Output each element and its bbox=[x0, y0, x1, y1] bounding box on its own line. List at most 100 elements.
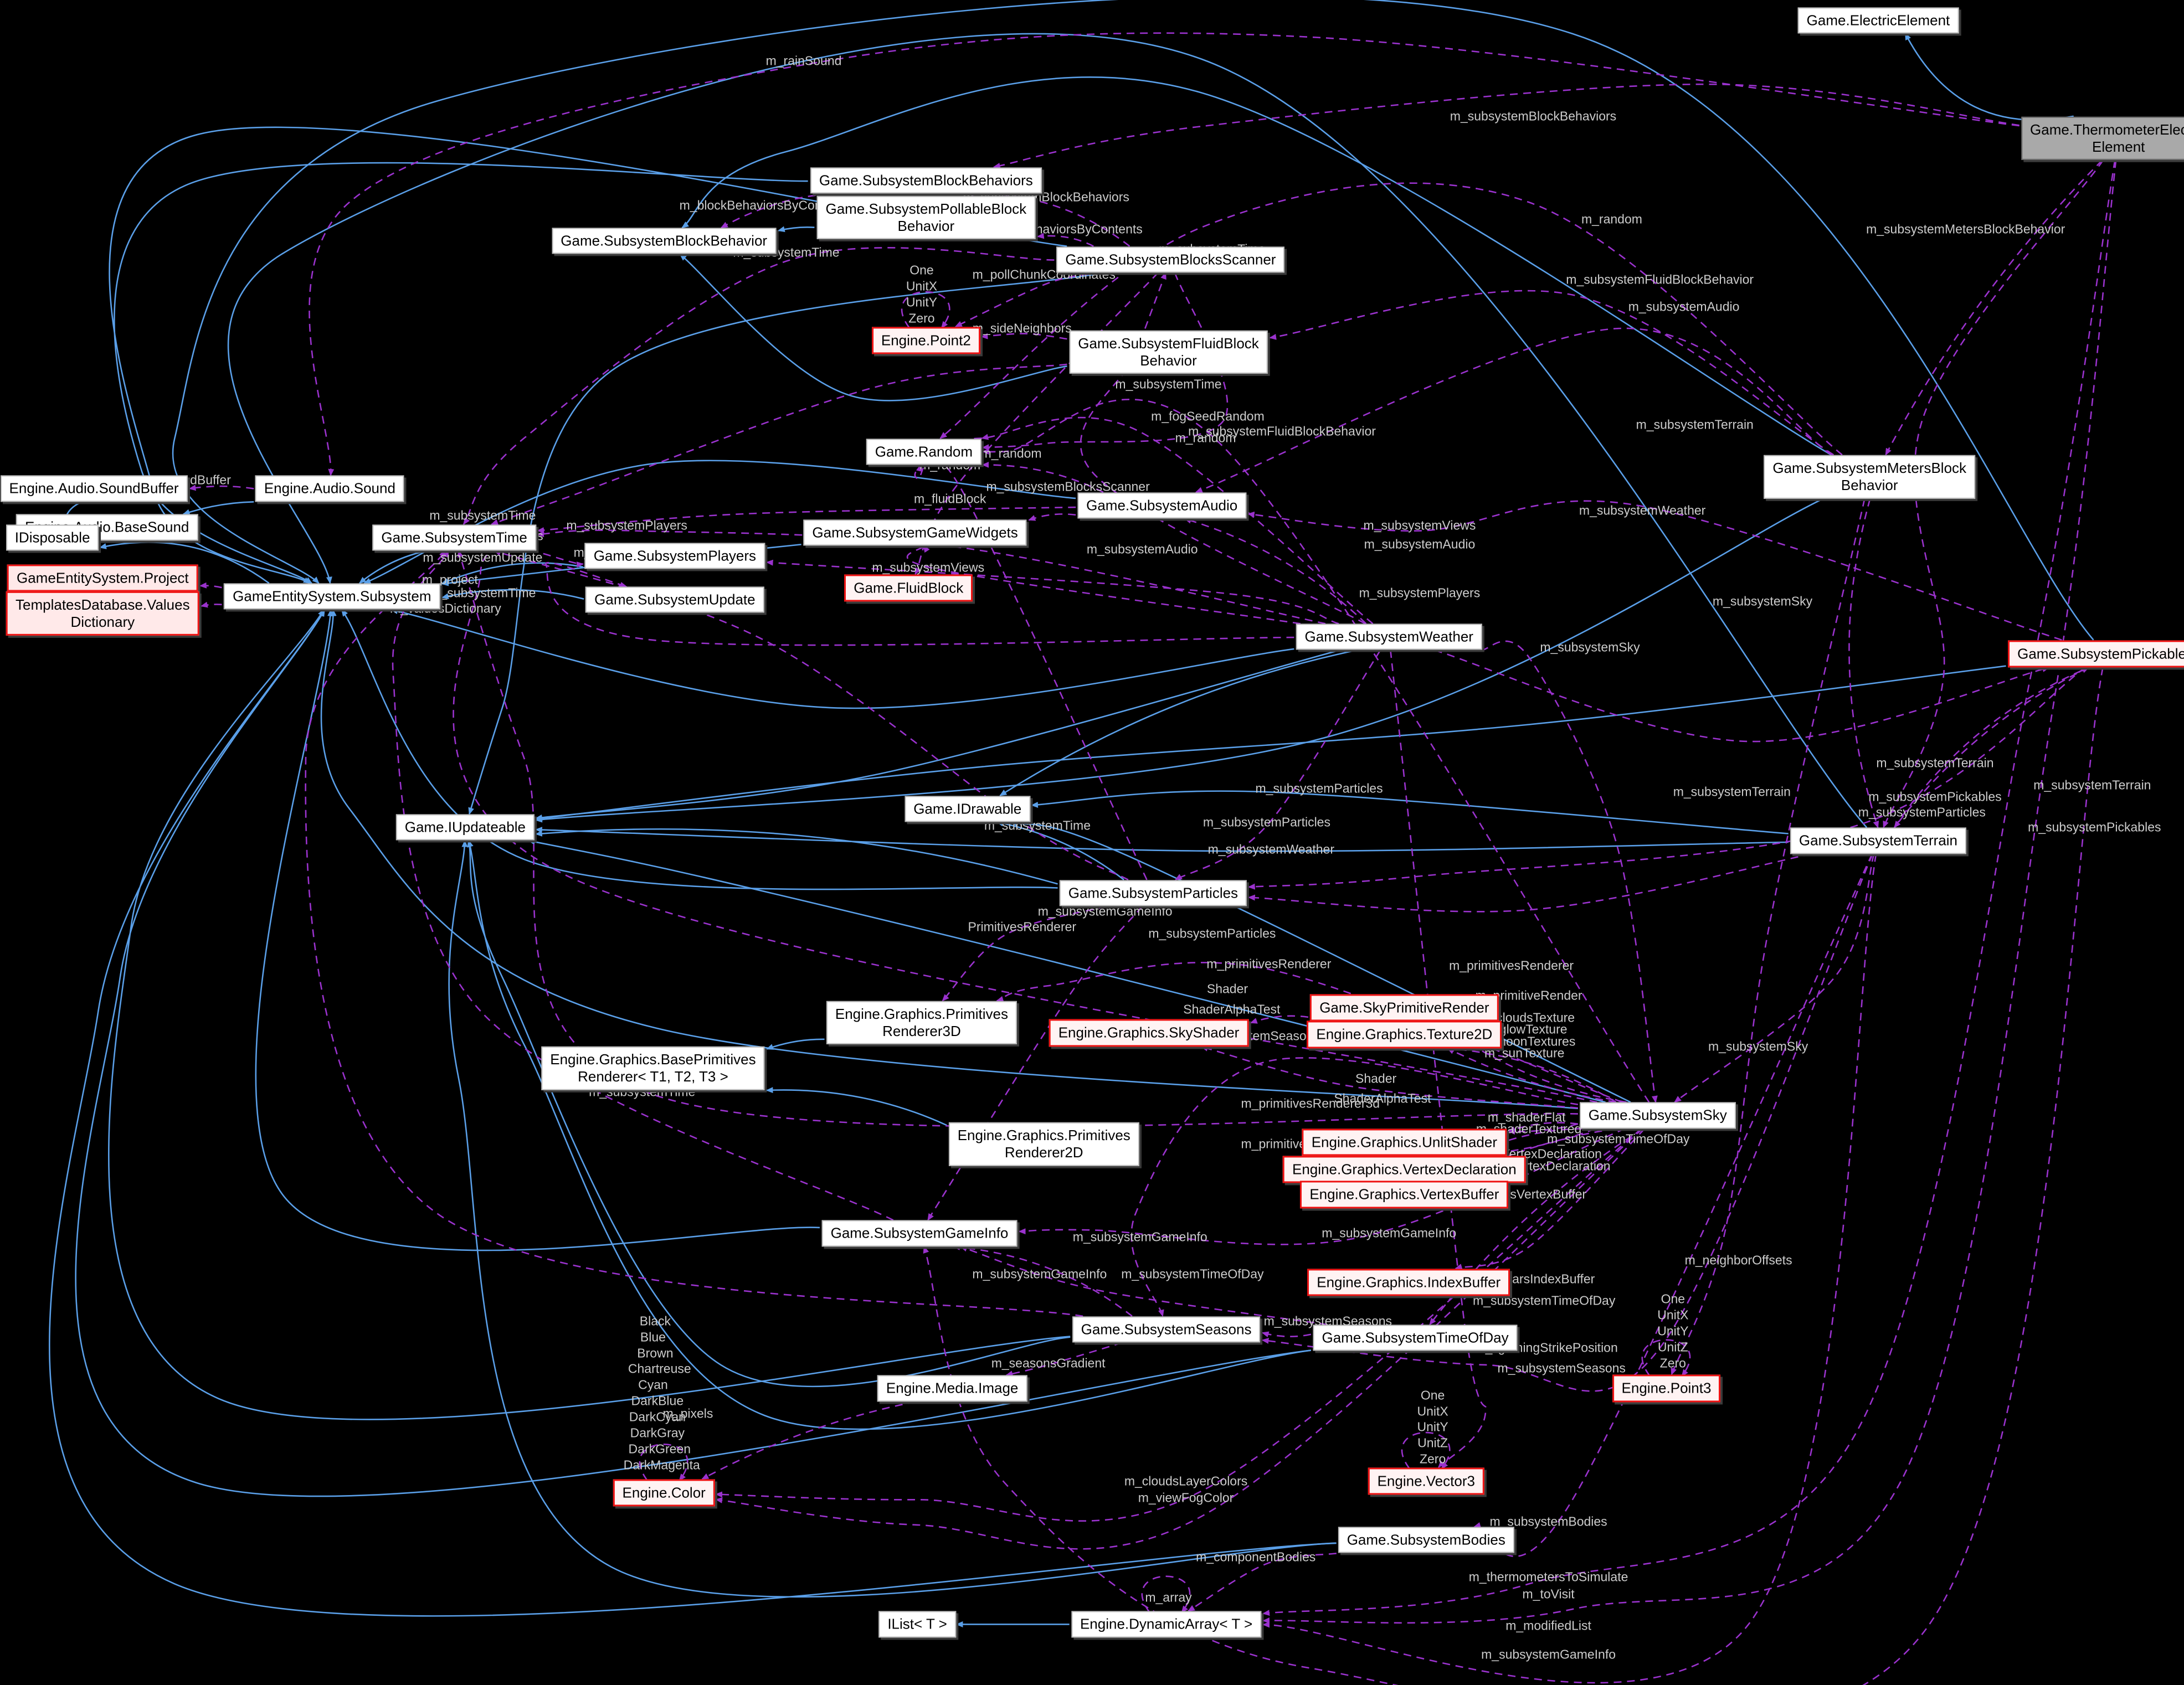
graph-node-color[interactable]: Engine.Color bbox=[613, 1479, 715, 1507]
graph-node-dynarray[interactable]: Engine.DynamicArray< T > bbox=[1071, 1611, 1262, 1638]
graph-node-project[interactable]: GameEntitySystem.Project bbox=[7, 564, 198, 592]
inheritance-edge bbox=[535, 498, 1823, 823]
edge-label: m_subsystemBlocksScanner bbox=[986, 479, 1150, 494]
edge-label: m_subsystemSky bbox=[1708, 1039, 1808, 1054]
edge-label: m_subsystemPlayers bbox=[566, 518, 687, 533]
graph-node-pr2d[interactable]: Engine.Graphics.Primitives Renderer2D bbox=[948, 1122, 1139, 1166]
graph-node-random[interactable]: Game.Random bbox=[866, 438, 982, 465]
inheritance-edge bbox=[49, 609, 1337, 1617]
edge-label: m_random bbox=[980, 446, 1042, 461]
graph-node-sndbuf[interactable]: Engine.Audio.SoundBuffer bbox=[0, 475, 188, 502]
usage-edge bbox=[979, 399, 1650, 1103]
usage-edge bbox=[715, 1128, 1642, 1522]
edge-label: m_subsystemTerrain bbox=[1636, 417, 1754, 432]
usage-edge bbox=[1401, 1431, 1451, 1470]
usage-edge bbox=[1247, 500, 2062, 641]
edge-label: DarkCyan bbox=[629, 1409, 686, 1424]
graph-node-ibuf[interactable]: Engine.Graphics.IndexBuffer bbox=[1307, 1269, 1510, 1296]
usage-edge bbox=[1447, 1048, 1616, 1103]
graph-node-baseprim[interactable]: Engine.Graphics.BasePrimitives Renderer<… bbox=[541, 1047, 765, 1090]
graph-node-point2[interactable]: Engine.Point2 bbox=[871, 327, 980, 354]
graph-node-pr3d[interactable]: Engine.Graphics.Primitives Renderer3D bbox=[826, 1001, 1017, 1045]
edge-label: m_subsystemGameInfo bbox=[972, 1266, 1107, 1281]
graph-node-point3[interactable]: Engine.Point3 bbox=[1612, 1374, 1721, 1403]
graph-node-players[interactable]: Game.SubsystemPlayers bbox=[584, 543, 765, 569]
usage-edge bbox=[199, 582, 222, 589]
inheritance-edge bbox=[320, 609, 1579, 1110]
graph-node-vdecl[interactable]: Engine.Graphics.VertexDeclaration bbox=[1283, 1156, 1526, 1183]
edge-label: m_viewFogColor bbox=[1138, 1490, 1234, 1505]
graph-node-unlit[interactable]: Engine.Graphics.UnlitShader bbox=[1302, 1129, 1507, 1156]
edge-label: One bbox=[1420, 1388, 1445, 1403]
usage-edge bbox=[996, 961, 1623, 1103]
graph-node-bodies[interactable]: Game.SubsystemBodies bbox=[1338, 1527, 1514, 1553]
graph-node-particles[interactable]: Game.SubsystemParticles bbox=[1059, 880, 1247, 906]
graph-node-skyshader[interactable]: Engine.Graphics.SkyShader bbox=[1049, 1019, 1249, 1047]
graph-node-electric[interactable]: Game.ElectricElement bbox=[1797, 7, 1959, 34]
graph-node-ilist[interactable]: IList< T > bbox=[878, 1611, 956, 1638]
inheritance-edge bbox=[535, 828, 1058, 885]
graph-node-gameinfo[interactable]: Game.SubsystemGameInfo bbox=[821, 1220, 1018, 1247]
inheritance-edge bbox=[75, 609, 1312, 1497]
inheritance-edge bbox=[467, 839, 1071, 1388]
graph-node-time[interactable]: Game.SubsystemTime bbox=[372, 524, 536, 551]
graph-node-fluidblock[interactable]: Game.FluidBlock bbox=[844, 574, 973, 602]
graph-node-image[interactable]: Engine.Media.Image bbox=[877, 1375, 1027, 1402]
graph-node-weather[interactable]: Game.SubsystemWeather bbox=[1296, 623, 1482, 650]
usage-edge bbox=[1005, 1342, 1123, 1377]
edge-label: One bbox=[909, 262, 934, 277]
edge-label: m_subsystemUpdate bbox=[423, 550, 543, 565]
edge-label: m_subsystemTerrain bbox=[1876, 755, 1994, 770]
edge-label: m_componentBodies bbox=[1196, 1549, 1316, 1564]
edge-label: DarkGray bbox=[630, 1425, 685, 1440]
usage-edge bbox=[701, 1401, 916, 1480]
graph-node-skyprim[interactable]: Game.SkyPrimitiveRender bbox=[1310, 994, 1499, 1022]
graph-node-valuesdict[interactable]: TemplatesDatabase.Values Dictionary bbox=[6, 591, 199, 636]
graph-node-metersbb[interactable]: Game.SubsystemMetersBlock Behavior bbox=[1764, 455, 1976, 499]
graph-node-terrain[interactable]: Game.SubsystemTerrain bbox=[1790, 827, 1967, 854]
usage-edge bbox=[537, 506, 1076, 533]
usage-edge bbox=[993, 83, 2019, 169]
edge-label: m_modifiedList bbox=[1505, 1618, 1591, 1633]
usage-edge bbox=[906, 545, 1301, 625]
usage-edge bbox=[392, 550, 894, 1221]
graph-node-pickables[interactable]: Game.SubsystemPickables bbox=[2008, 640, 2184, 668]
graph-node-sky[interactable]: Game.SubsystemSky bbox=[1579, 1102, 1736, 1129]
graph-node-seasons[interactable]: Game.SubsystemSeasons bbox=[1072, 1316, 1261, 1343]
inheritance-edge bbox=[255, 609, 820, 1251]
inheritance-edges bbox=[49, 0, 2094, 1627]
graph-node-bb[interactable]: Game.SubsystemBlockBehavior bbox=[552, 228, 777, 254]
edge-label: m_subsystemAudio bbox=[1086, 542, 1198, 556]
usage-edge bbox=[1195, 327, 1832, 493]
edge-label: Shader bbox=[1206, 981, 1248, 996]
graph-node-widgets[interactable]: Game.SubsystemGameWidgets bbox=[803, 519, 1027, 546]
edge-label: m_subsystemTime bbox=[1115, 377, 1222, 391]
edge-label: ShaderAlphaTest bbox=[1183, 1002, 1281, 1017]
inheritance-edge bbox=[448, 839, 1337, 1598]
graph-node-iupdateable[interactable]: Game.IUpdateable bbox=[395, 814, 535, 841]
graph-node-idisp[interactable]: IDisposable bbox=[6, 524, 99, 551]
graph-node-update[interactable]: Game.SubsystemUpdate bbox=[585, 586, 764, 613]
usage-edge bbox=[959, 1245, 1328, 1326]
graph-node-idrawable[interactable]: Game.IDrawable bbox=[905, 796, 1031, 822]
edge-label: m_subsystemPickables bbox=[1868, 789, 2002, 804]
graph-node-thermo[interactable]: Game.ThermometerElectric Element bbox=[2021, 116, 2184, 160]
graph-node-vbuf[interactable]: Engine.Graphics.VertexBuffer bbox=[1300, 1181, 1509, 1209]
edge-label: m_pixels bbox=[662, 1406, 713, 1421]
usage-edge bbox=[1261, 1331, 1312, 1338]
graph-node-subsystem[interactable]: GameEntitySystem.Subsystem bbox=[224, 583, 440, 610]
graph-node-scanner[interactable]: Game.SubsystemBlocksScanner bbox=[1056, 246, 1285, 273]
graph-node-audio[interactable]: Game.SubsystemAudio bbox=[1077, 492, 1247, 519]
graph-node-bbs[interactable]: Game.SubsystemBlockBehaviors bbox=[810, 167, 1042, 194]
edge-label: m_subsystemTimeOfDay bbox=[1547, 1131, 1690, 1146]
graph-node-fluidbb[interactable]: Game.SubsystemFluidBlock Behavior bbox=[1069, 330, 1268, 374]
usage-edge bbox=[927, 905, 1143, 1221]
edge-label: Zero bbox=[1659, 1356, 1686, 1370]
graph-node-tex2d[interactable]: Engine.Graphics.Texture2D bbox=[1307, 1021, 1502, 1048]
graph-node-vector3[interactable]: Engine.Vector3 bbox=[1368, 1467, 1484, 1495]
edge-label: UnitZ bbox=[1417, 1435, 1448, 1450]
graph-node-pollable[interactable]: Game.SubsystemPollableBlock Behavior bbox=[816, 195, 1036, 239]
inheritance-edge bbox=[777, 226, 815, 233]
graph-node-sound[interactable]: Engine.Audio.Sound bbox=[255, 475, 404, 502]
graph-node-timeofday[interactable]: Game.SubsystemTimeOfDay bbox=[1313, 1325, 1518, 1351]
